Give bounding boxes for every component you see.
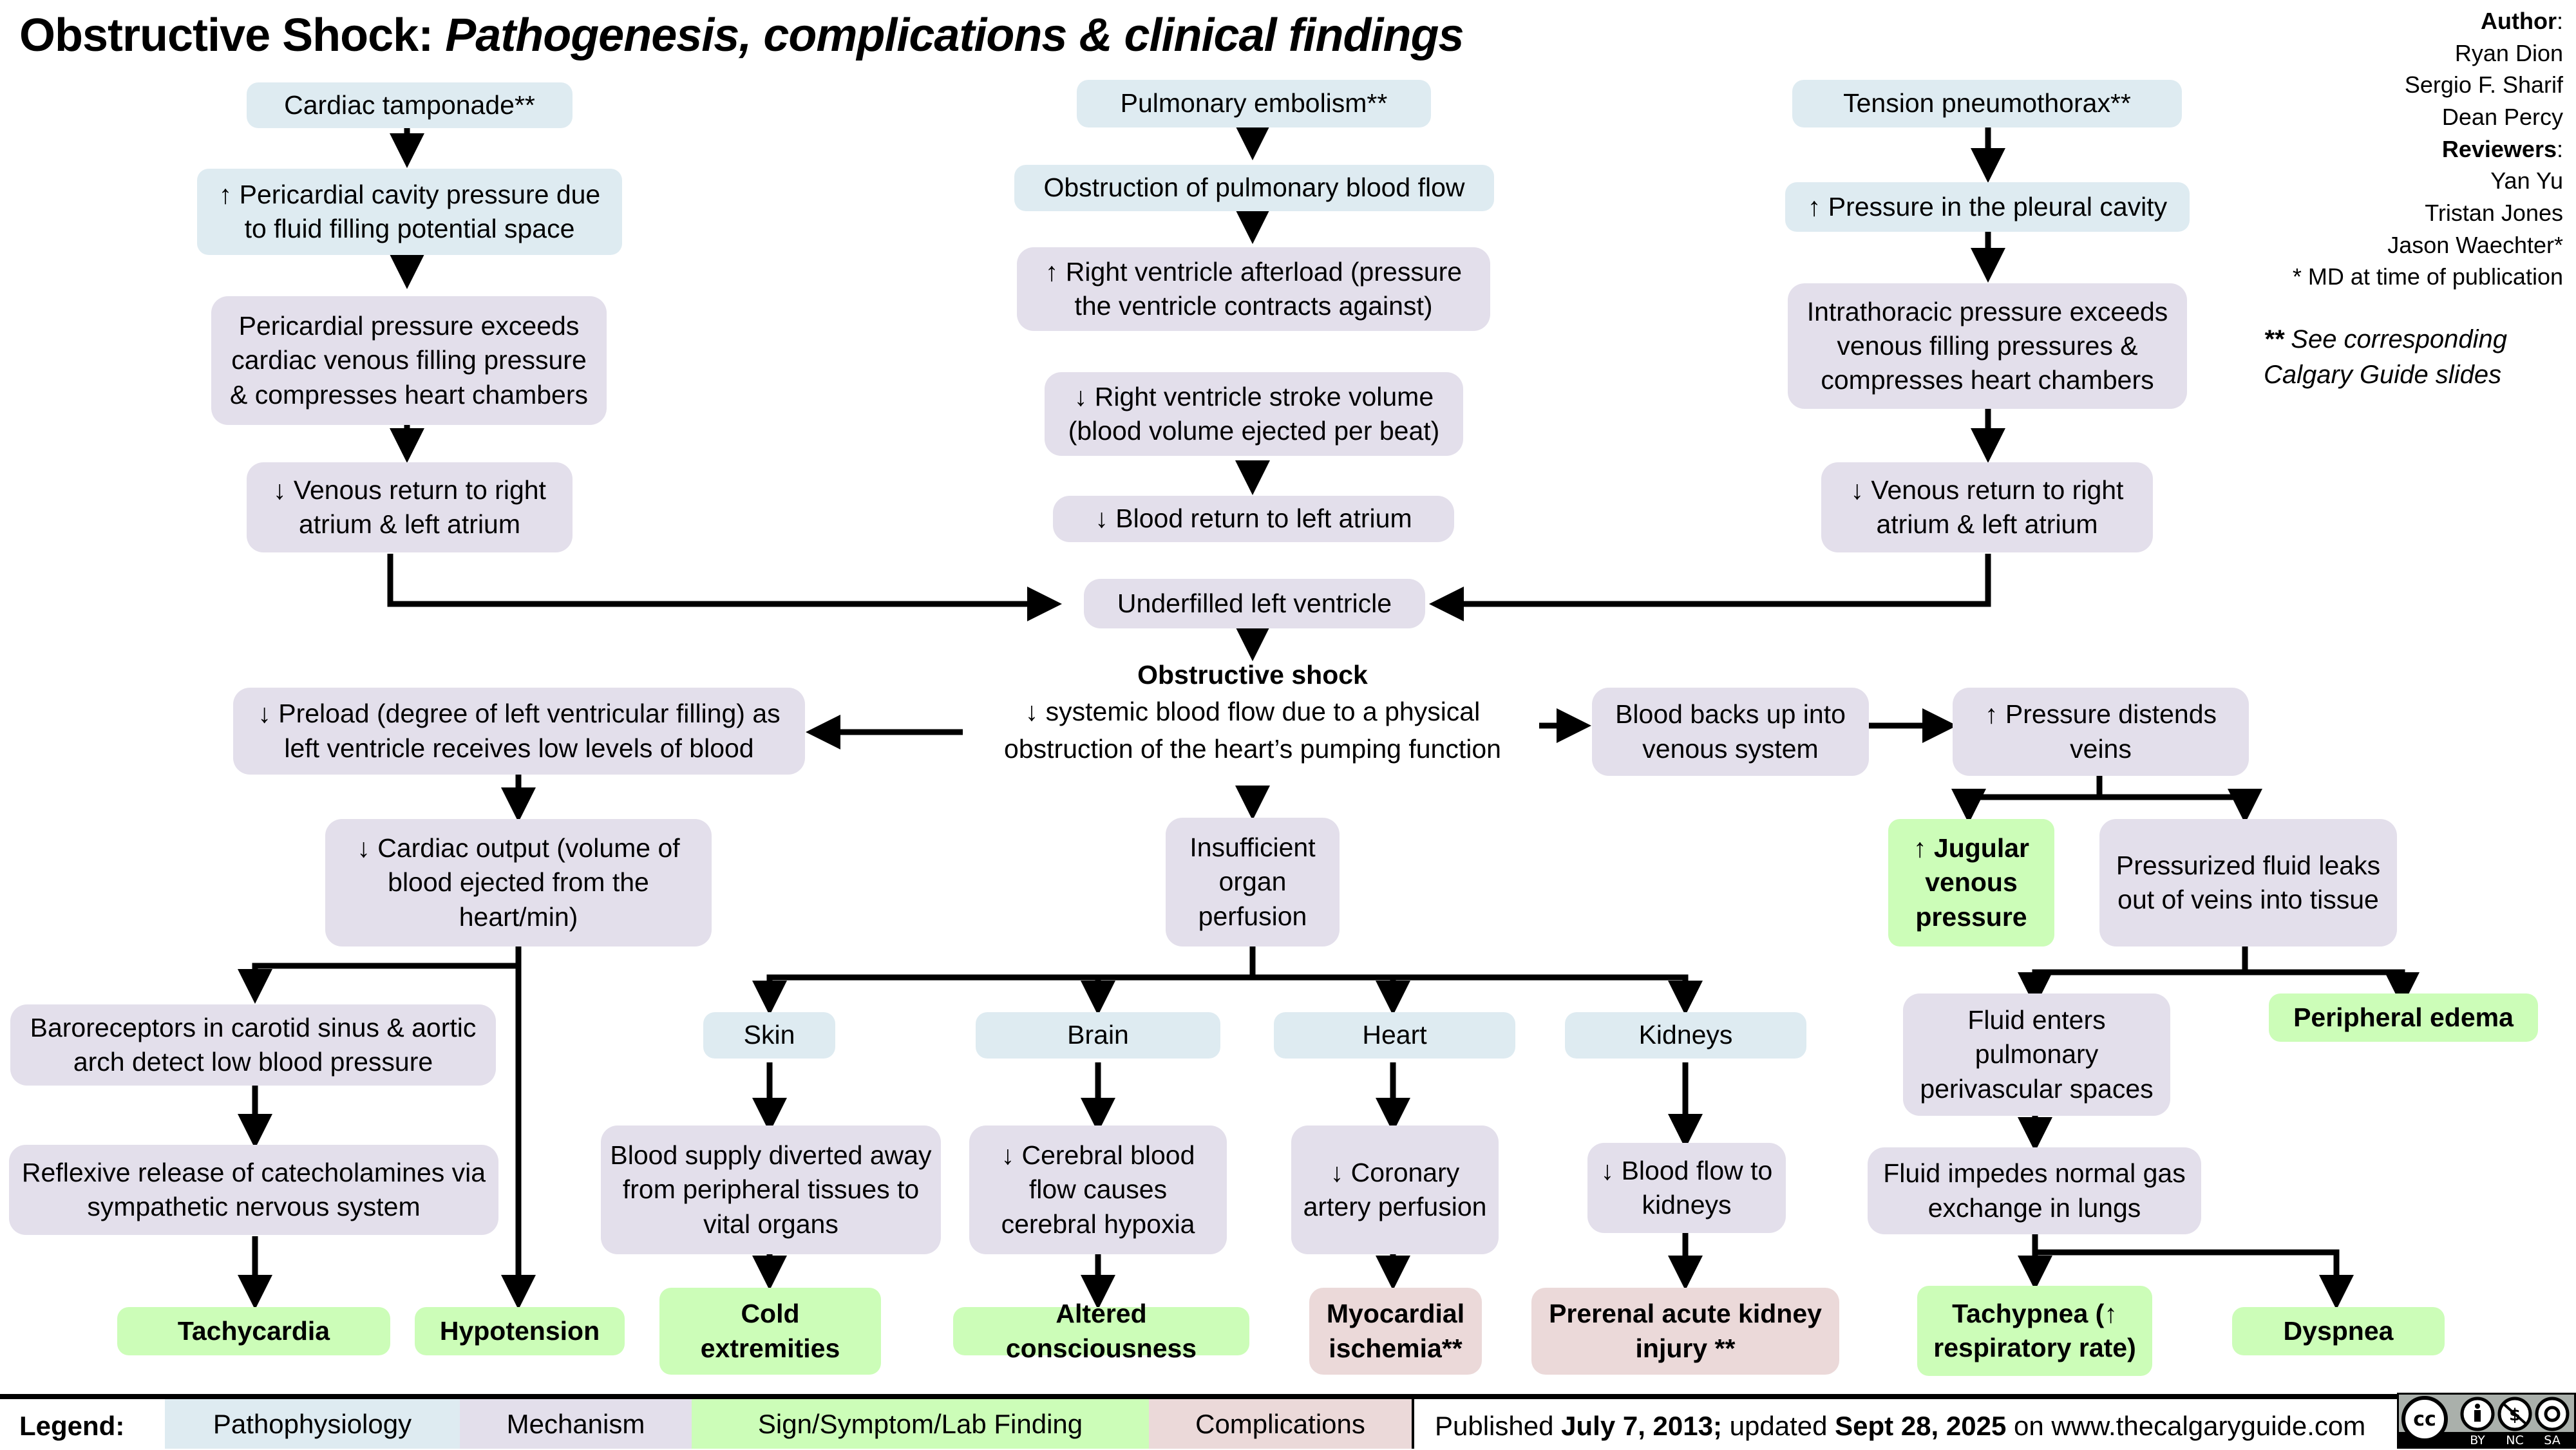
node-blood-diverted: Blood supply diverted away from peripher…: [601, 1125, 941, 1254]
updated-prefix: updated: [1729, 1411, 1828, 1441]
legend-mechanism: Mechanism: [460, 1399, 692, 1449]
note-line2: Calgary Guide slides: [2264, 361, 2502, 390]
node-cardiac-output: ↓ Cardiac output (volume of blood ejecte…: [325, 819, 712, 946]
node-obstructive-shock: Obstructive shock ↓ systemic blood flow …: [966, 657, 1539, 767]
published-prefix: Published: [1435, 1411, 1554, 1441]
node-cold-extremities: Cold extremities: [659, 1288, 881, 1375]
node-rv-afterload: ↑ Right ventricle afterload (pressure th…: [1017, 247, 1490, 331]
credits: Author: Ryan Dion Sergio F. Sharif Dean …: [2293, 5, 2563, 293]
node-heart: Heart: [1274, 1012, 1515, 1059]
node-skin: Skin: [703, 1012, 835, 1059]
arrow: [1253, 974, 1703, 1015]
arrow: [2018, 945, 2248, 1007]
cc-by-nc-sa-icon: cc $ BY NC SA: [2399, 1396, 2574, 1447]
node-kidneys: Kidneys: [1565, 1012, 1806, 1059]
note-stars: **: [2264, 325, 2284, 353]
node-cardiac-tamponade: Cardiac tamponade**: [247, 82, 573, 128]
arrow: [2035, 1249, 2354, 1310]
author-name: Ryan Dion: [2454, 39, 2563, 66]
node-fluid-pulmonary: Fluid enters pulmonary perivascular spac…: [1903, 993, 2170, 1116]
author-name: Dean Percy: [2441, 104, 2563, 131]
node-venous-return-left: ↓ Venous return to right atrium & left a…: [247, 462, 573, 552]
node-catecholamines: Reflexive release of catecholamines via …: [9, 1145, 498, 1235]
node-kidney-blood-flow: ↓ Blood flow to kidneys: [1587, 1143, 1786, 1233]
node-underfilled-lv: Underfilled left ventricle: [1084, 579, 1425, 628]
node-blood-backs-up: Blood backs up into venous system: [1592, 688, 1869, 776]
node-tension-pneumothorax: Tension pneumothorax**: [1792, 80, 2182, 127]
svg-text:cc: cc: [2413, 1408, 2436, 1431]
legend-sign-symptom: Sign/Symptom/Lab Finding: [692, 1399, 1149, 1449]
node-pleural-pressure: ↑ Pressure in the pleural cavity: [1785, 182, 2190, 232]
node-tachycardia: Tachycardia: [117, 1307, 390, 1355]
note-line1: See corresponding: [2291, 325, 2508, 353]
cc-sa-label: SA: [2544, 1433, 2560, 1447]
cc-nc-label: NC: [2506, 1433, 2523, 1447]
node-hypotension: Hypotension: [415, 1307, 625, 1355]
published-date: July 7, 2013;: [1561, 1411, 1722, 1441]
legend-label: Legend:: [19, 1411, 125, 1441]
arrow: [2099, 789, 2262, 824]
node-gas-exchange: Fluid impedes normal gas exchange in lun…: [1868, 1147, 2201, 1234]
node-fluid-leaks: Pressurized fluid leaks out of veins int…: [2099, 819, 2397, 946]
cc-by-label: BY: [2470, 1433, 2485, 1447]
node-jvp: ↑ Jugular venous pressure: [1888, 819, 2054, 946]
node-rv-stroke-volume: ↓ Right ventricle stroke volume (blood v…: [1045, 372, 1463, 456]
obstructive-shock-title: Obstructive shock: [1137, 660, 1368, 690]
arrow: [387, 554, 1062, 621]
arrow: [1429, 554, 1991, 621]
reviewer-name: Jason Waechter*: [2387, 231, 2563, 258]
node-peripheral-edema: Peripheral edema: [2269, 993, 2538, 1042]
node-intrathoracic-exceeds: Intrathoracic pressure exceeds venous fi…: [1788, 283, 2187, 409]
page-title: Obstructive Shock: Pathogenesis, complic…: [19, 9, 1464, 62]
node-pulmonary-embolism: Pulmonary embolism**: [1077, 80, 1431, 127]
node-pressure-distends: ↑ Pressure distends veins: [1953, 688, 2249, 776]
node-pericardial-cavity-pressure: ↑ Pericardial cavity pressure due to flu…: [197, 169, 622, 255]
node-preload: ↓ Preload (degree of left ventricular fi…: [233, 688, 805, 775]
node-insufficient-perfusion: Insufficient organ perfusion: [1166, 818, 1340, 946]
reviewer-name: Yan Yu: [2490, 167, 2563, 194]
node-blood-return-la: ↓ Blood return to left atrium: [1053, 496, 1454, 542]
arrow: [1951, 776, 2103, 824]
node-myocardial-ischemia: Myocardial ischemia**: [1309, 1288, 1482, 1375]
updated-date: Sept 28, 2025: [1835, 1411, 2007, 1441]
author-label: Author: [2481, 8, 2557, 34]
node-prerenal-aki: Prerenal acute kidney injury **: [1531, 1288, 1839, 1375]
reviewer-name: Tristan Jones: [2425, 200, 2563, 227]
node-tachypnea: Tachypnea (↑ respiratory rate): [1917, 1286, 2152, 1376]
arrow: [2245, 969, 2420, 1007]
node-pericardial-exceeds: Pericardial pressure exceeds cardiac ven…: [211, 296, 607, 425]
footer-separator: [1412, 1399, 1414, 1449]
node-brain: Brain: [976, 1012, 1220, 1059]
reviewers-label: Reviewers: [2441, 135, 2557, 162]
node-venous-return-right: ↓ Venous return to right atrium & left a…: [1821, 462, 2153, 552]
obstructive-shock-desc: ↓ systemic blood flow due to a physical …: [1004, 697, 1501, 764]
author-name: Sergio F. Sharif: [2404, 71, 2563, 99]
publication-info: Published July 7, 2013; updated Sept 28,…: [1435, 1404, 2365, 1449]
title-main: Obstructive Shock:: [19, 10, 433, 61]
title-subtitle: Pathogenesis, complications & clinical f…: [445, 10, 1464, 61]
footer-divider: [0, 1394, 2576, 1399]
node-coronary-perfusion: ↓ Coronary artery perfusion: [1291, 1125, 1499, 1254]
node-altered-consciousness: Altered consciousness: [953, 1299, 1249, 1363]
node-cerebral-blood-flow: ↓ Cerebral blood flow causes cerebral hy…: [969, 1125, 1227, 1254]
site-link[interactable]: on www.thecalgaryguide.com: [2013, 1411, 2366, 1441]
node-dyspnea: Dyspnea: [2232, 1307, 2445, 1355]
see-slides-note: ** See corresponding Calgary Guide slide…: [2264, 322, 2507, 393]
legend-pathophysiology: Pathophysiology: [165, 1399, 460, 1449]
legend-complications: Complications: [1149, 1399, 1412, 1449]
node-obstruction-pulmonary: Obstruction of pulmonary blood flow: [1014, 165, 1494, 211]
cc-license-badge[interactable]: cc $ BY NC SA: [2397, 1393, 2576, 1449]
arrow: [238, 946, 522, 1004]
node-baroreceptors: Baroreceptors in carotid sinus & aortic …: [10, 1004, 496, 1086]
md-footnote: * MD at time of publication: [2292, 263, 2563, 290]
arrow: [752, 946, 1256, 1015]
